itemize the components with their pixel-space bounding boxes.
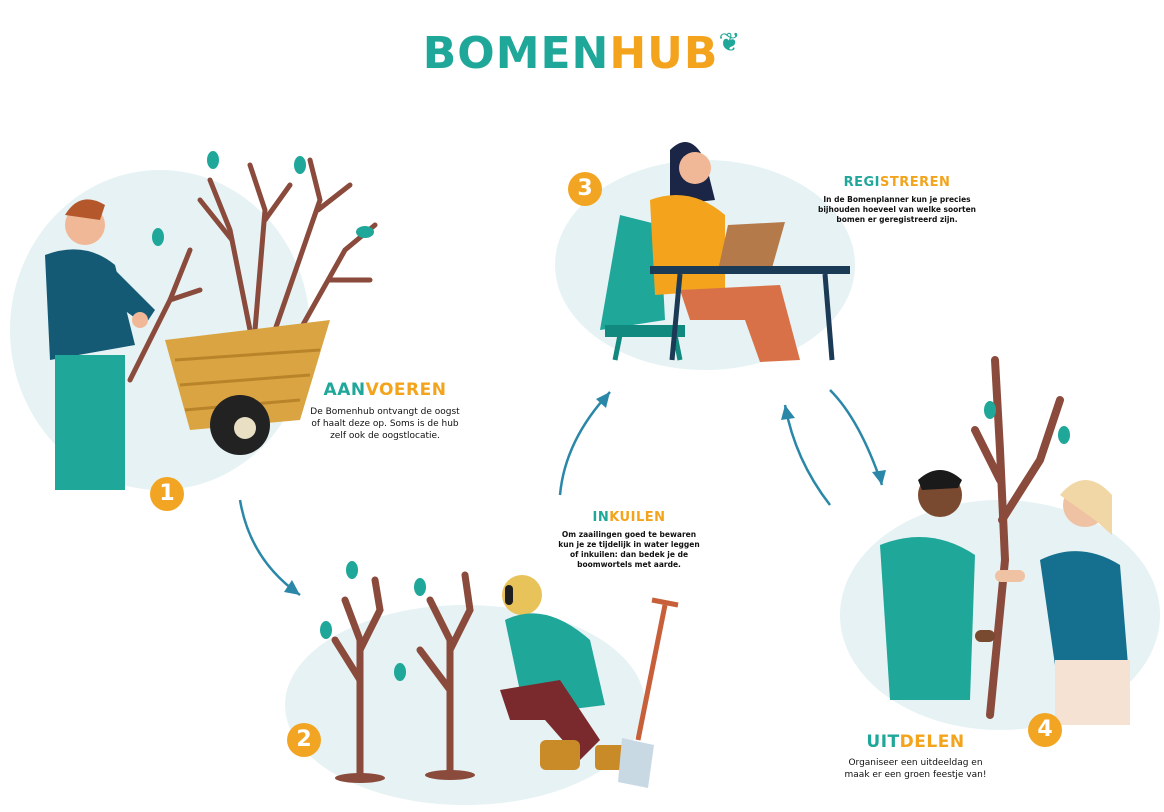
logo-part-1: BOMEN — [422, 28, 610, 79]
step-3-badge: 3 — [568, 172, 602, 206]
step-1-illustration — [45, 151, 378, 490]
step-3-description: In de Bomenplanner kun je precies bijhou… — [817, 195, 977, 224]
step-3-text: REGISTREREN In de Bomenplanner kun je pr… — [812, 175, 982, 225]
step-1-badge: 1 — [150, 477, 184, 511]
step-1-description: De Bomenhub ontvangt de oogst of haalt d… — [310, 407, 460, 441]
leaf-icon: ❦ — [718, 28, 742, 58]
step-4-description: Organiseer een uitdeeldag en maak er een… — [844, 758, 987, 780]
step-4-text: UITDELEN Organiseer een uitdeeldag en ma… — [828, 732, 1003, 781]
step-3-title: REGISTREREN — [843, 175, 951, 190]
step-2-title: INKUILEN — [592, 510, 666, 525]
step-2-badge: 2 — [287, 723, 321, 757]
step-4-title: UITDELEN — [866, 732, 965, 752]
logo-part-2: HUB — [609, 28, 719, 79]
logo: BOMENHUB❦ — [0, 28, 1164, 79]
step-4-badge: 4 — [1028, 713, 1062, 747]
step-2-description: Om zaailingen goed te bewaren kun je ze … — [558, 530, 700, 569]
step-1-title: AANVOEREN — [323, 380, 447, 400]
step-3-illustration — [600, 142, 850, 362]
step-4-illustration — [880, 356, 1130, 725]
arrow-heads — [284, 392, 886, 595]
step-1-text: AANVOEREN De Bomenhub ontvangt de oogst … — [305, 380, 465, 442]
wheelbarrow — [165, 320, 330, 430]
step-2-text: INKUILEN Om zaailingen goed te bewaren k… — [548, 510, 710, 570]
step-2-illustration — [320, 561, 679, 788]
